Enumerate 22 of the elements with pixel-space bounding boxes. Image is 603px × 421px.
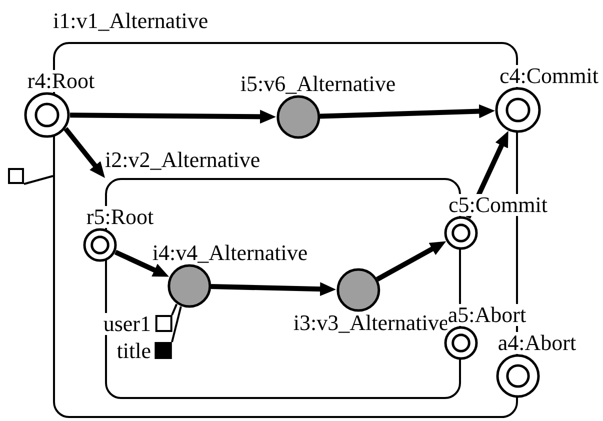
node-label: i3:v3_Alternative: [292, 312, 450, 334]
connector-line: [24, 175, 54, 185]
arrow: [376, 241, 446, 282]
node-label: i4:v4_Alternative: [151, 242, 309, 264]
node-label: r4:Root: [26, 70, 96, 92]
node-label: a5:Abort: [446, 304, 528, 326]
connector-line: [171, 304, 178, 316]
arrow: [320, 104, 495, 119]
node-label: r5:Root: [85, 206, 155, 228]
frame-label: i1:v1_Alternative: [53, 10, 208, 32]
node-label: c5:Commit: [448, 194, 548, 216]
node-label: user1: [103, 312, 151, 334]
arrow: [210, 282, 336, 296]
arrow: [70, 110, 276, 124]
connector-line: [171, 306, 182, 342]
node-label: title: [116, 340, 151, 362]
frame-label: i2:v2_Alternative: [105, 149, 260, 171]
arrow: [64, 127, 105, 178]
arrow: [114, 250, 170, 277]
node-label: c4:Commit: [498, 65, 600, 87]
node-label: i5:v6_Alternative: [239, 73, 397, 95]
node-label: a4:Abort: [496, 332, 578, 354]
